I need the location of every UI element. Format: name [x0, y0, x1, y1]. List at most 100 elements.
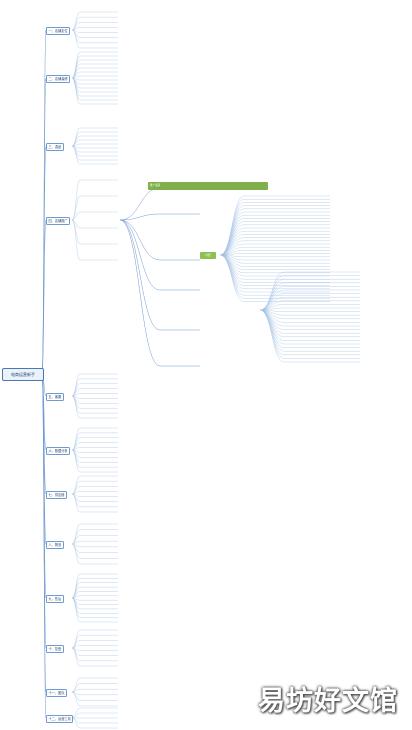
sub-connector [119, 219, 200, 261]
leaf-line [71, 647, 118, 656]
branch-b6[interactable]: 六、数据分析 [46, 447, 71, 455]
branch-b5[interactable]: 五、客服 [46, 393, 64, 401]
leaf-line [71, 647, 118, 667]
mindmap-connectors [41, 29, 200, 719]
leaf-line [71, 535, 118, 545]
leaf-line [219, 208, 330, 256]
leaf-line [71, 395, 118, 419]
leaf-line [71, 683, 118, 693]
leaf-line [71, 447, 118, 451]
leaf-line [71, 647, 118, 662]
branch-b2[interactable]: 二、店铺装修 [46, 75, 71, 83]
leaf-line [71, 29, 118, 38]
leaf-line [259, 304, 360, 311]
leaf-line [219, 253, 330, 256]
leaf-line [71, 691, 118, 707]
leaf-line [71, 647, 118, 651]
leaf-line [71, 491, 118, 495]
leaf-line [219, 254, 330, 261]
leaf-line [71, 77, 118, 97]
leaf-line [71, 543, 118, 559]
leaf-line [219, 199, 330, 256]
leaf-line [219, 254, 330, 286]
leaf-line [71, 77, 118, 101]
branch-b3[interactable]: 三、选品 [46, 143, 64, 151]
leaf-line [71, 145, 118, 165]
leaf-line [219, 218, 330, 256]
leaf-line [71, 597, 118, 605]
leaf-line [71, 677, 118, 693]
leaf-line [71, 486, 118, 495]
leaf-line [259, 309, 360, 316]
leaf-line [71, 543, 118, 548]
branch-b12[interactable]: 十二、运营工具 [46, 715, 74, 723]
leaf-line [71, 395, 118, 399]
branch-b4[interactable]: 四、店铺推广 [46, 217, 71, 225]
leaf-line [71, 75, 118, 79]
branch-b9[interactable]: 九、售后 [46, 595, 64, 603]
leaf-line [71, 395, 118, 409]
leaf-line [71, 67, 118, 79]
leaf-line [71, 383, 118, 397]
leaf-line [71, 449, 118, 453]
branch-b11[interactable]: 十一、团队 [46, 689, 67, 697]
leaf-line [71, 219, 118, 245]
leaf-line [71, 145, 118, 153]
leaf-line [259, 309, 360, 363]
leaf-line [259, 279, 360, 311]
leaf-line [219, 240, 330, 256]
leaf-line [71, 16, 118, 31]
leaf-line [71, 691, 118, 695]
leaf-line [219, 237, 330, 256]
root-node[interactable]: 电商运营新手 [2, 368, 44, 381]
leaf-line [219, 231, 330, 256]
leaf-line [71, 540, 118, 545]
tag-node[interactable]: 付费 [200, 252, 216, 259]
branch-b10[interactable]: 十、复盘 [46, 645, 64, 653]
leaf-line [219, 224, 330, 256]
leaf-line [71, 77, 118, 105]
leaf-line [71, 691, 118, 701]
leaf-line [259, 307, 360, 311]
leaf-line [259, 309, 360, 327]
leaf-line [259, 309, 360, 341]
leaf-line [71, 55, 118, 79]
leaf-line [71, 59, 118, 79]
leaf-line [259, 282, 360, 311]
mindmap-leaf-lines [71, 11, 360, 729]
leaf-line [71, 597, 118, 610]
leaf-line [71, 597, 118, 618]
leaf-line [71, 195, 118, 221]
sub-connector [119, 187, 200, 221]
branch-b1[interactable]: 一、店铺定位 [46, 27, 71, 35]
branch-connector [41, 372, 47, 719]
leaf-line [219, 234, 330, 256]
leaf-line [71, 179, 118, 221]
leaf-line [71, 529, 118, 545]
branch-b7[interactable]: 七、供应链 [46, 491, 67, 499]
leaf-line [71, 597, 118, 623]
leaf-line [71, 143, 118, 147]
leaf-line [71, 543, 118, 553]
leaf-line [71, 219, 118, 229]
leaf-line [219, 254, 330, 270]
leaf-line [219, 250, 330, 256]
leaf-line [219, 215, 330, 256]
leaf-line [71, 634, 118, 649]
sub-connector [119, 219, 200, 331]
leaf-line [259, 275, 360, 311]
leaf-line [71, 393, 118, 397]
leaf-line [259, 286, 360, 311]
leaf-line [71, 597, 118, 601]
highlight-node[interactable]: 推广渠道 [148, 182, 268, 190]
sub-connector [119, 219, 200, 367]
branch-b8[interactable]: 八、物流 [46, 541, 64, 549]
watermark-text: 易坊好文馆 [258, 686, 398, 717]
leaf-line [71, 449, 118, 473]
leaf-line [71, 493, 118, 508]
leaf-line [71, 573, 118, 599]
leaf-line [71, 219, 118, 261]
leaf-line [71, 689, 118, 693]
leaf-line [71, 717, 118, 729]
